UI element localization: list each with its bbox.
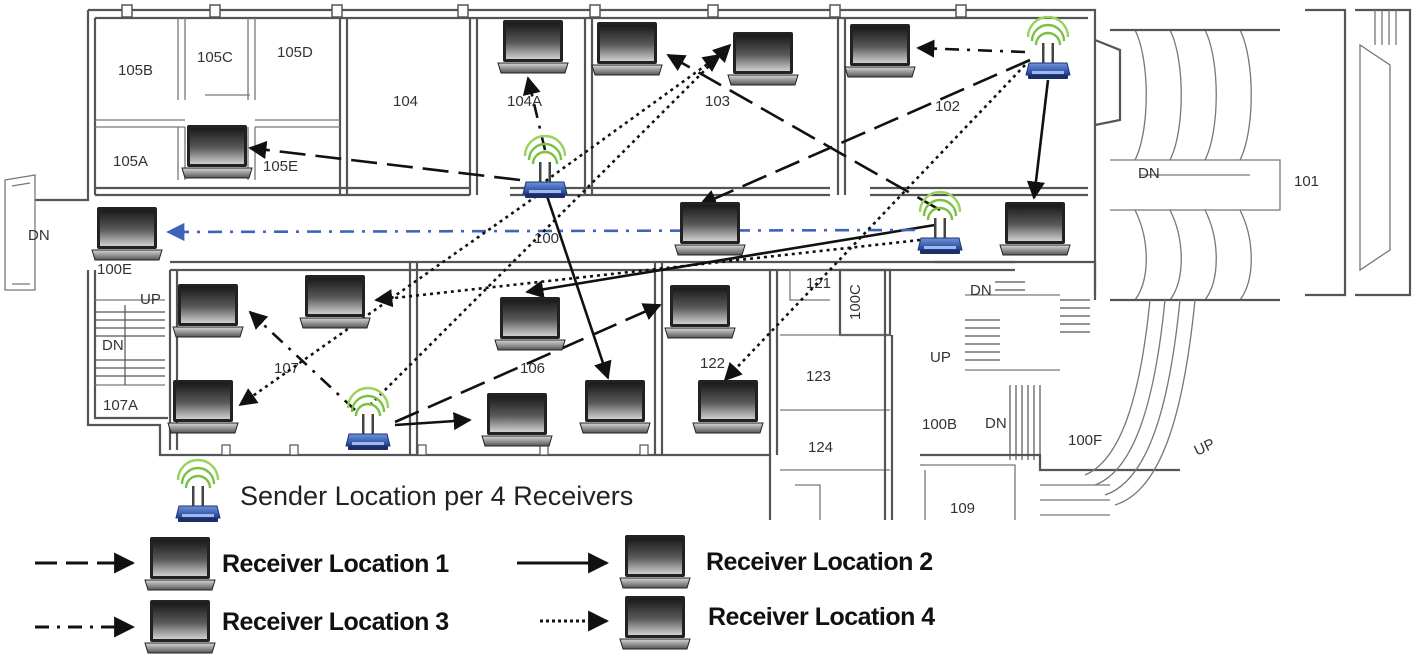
legend-sender-label: Sender Location per 4 Receivers xyxy=(240,481,633,511)
room-label-105a: 105A xyxy=(113,153,148,170)
room-label-102: 102 xyxy=(935,98,960,115)
room-label-104a: 104A xyxy=(507,93,542,110)
room-label-103: 103 xyxy=(705,93,730,110)
stair-label-dn-100b: DN xyxy=(985,415,1007,432)
arrow-loc1-105a xyxy=(248,140,521,182)
legend-receiver-1: Receiver Location 1 xyxy=(222,550,449,578)
stair-label-up-right: UP xyxy=(1192,435,1218,459)
laptop-icon xyxy=(674,201,746,256)
receiver-laptops xyxy=(91,19,1071,447)
laptop-icon xyxy=(144,536,216,591)
laptop-icon xyxy=(999,201,1071,256)
arrow-loc4-122 xyxy=(723,64,1026,382)
laptop-icon xyxy=(481,392,553,447)
laptop-icon xyxy=(144,599,216,654)
arrow-group xyxy=(166,39,1050,431)
arrow-loc3-corridor-blue xyxy=(166,222,916,242)
laptop-icon xyxy=(497,19,569,74)
arrow-loc1-122 xyxy=(394,303,662,424)
arrow-loc2-106 xyxy=(525,223,936,299)
laptop-icon xyxy=(664,284,736,339)
room-label-124: 124 xyxy=(808,439,833,456)
room-label-100b: 100B xyxy=(922,416,957,433)
arrow-loc3-104a xyxy=(522,76,547,151)
room-label-105d: 105D xyxy=(277,44,313,61)
arrow-loc4-107-lower xyxy=(369,43,732,406)
arrow-loc1-corridor xyxy=(698,58,1031,207)
laptop-icon xyxy=(167,379,239,434)
room-label-101: 101 xyxy=(1294,173,1319,190)
stair-label-dn-left: DN xyxy=(28,227,50,244)
room-label-123: 123 xyxy=(806,368,831,385)
room-label-100: 100 xyxy=(534,230,559,247)
floor-plan-walls xyxy=(4,4,1412,520)
room-label-122: 122 xyxy=(700,355,725,372)
laptop-icon xyxy=(692,379,764,434)
room-label-105c: 105C xyxy=(197,49,233,66)
laptop-icon xyxy=(619,595,691,650)
stair-label-up-107: UP xyxy=(140,291,161,308)
stair-label-up-100b: UP xyxy=(930,349,951,366)
arrow-loc2-100-lower xyxy=(1026,79,1050,200)
stair-label-dn-107: DN xyxy=(102,337,124,354)
legend: Sender Location per 4 Receivers Receiver… xyxy=(35,458,936,654)
laptop-icon xyxy=(579,379,651,434)
arrow-loc1-103 xyxy=(666,53,941,212)
laptop-icon xyxy=(727,31,799,86)
stair-label-dn-101: DN xyxy=(1138,165,1160,182)
room-label-105b: 105B xyxy=(118,62,153,79)
router-icon xyxy=(1024,15,1072,81)
room-label-100c: 100C xyxy=(847,284,864,320)
laptop-icon xyxy=(844,23,916,78)
room-label-109: 109 xyxy=(950,500,975,517)
arrow-loc3-102 xyxy=(916,39,1026,58)
arrow-loc4-107-upper xyxy=(374,238,921,308)
arrow-loc3-107 xyxy=(248,310,356,411)
router-icon xyxy=(174,458,222,524)
router-icon xyxy=(344,386,392,452)
laptop-icon xyxy=(91,206,163,261)
legend-receiver-4: Receiver Location 4 xyxy=(708,603,935,631)
stair-label-dn-upper: DN xyxy=(970,282,992,299)
laptop-icon xyxy=(181,124,253,179)
laptop-icon xyxy=(494,296,566,351)
legend-receiver-3: Receiver Location 3 xyxy=(222,608,449,636)
room-label-105e: 105E xyxy=(263,158,298,175)
laptop-icon xyxy=(172,283,244,338)
legend-receiver-2: Receiver Location 2 xyxy=(706,548,933,576)
laptop-icon xyxy=(619,534,691,589)
arrow-loc4-103 xyxy=(539,53,722,187)
room-label-106: 106 xyxy=(520,360,545,377)
room-label-104: 104 xyxy=(393,93,418,110)
room-label-107a: 107A xyxy=(103,397,138,414)
laptop-icon xyxy=(591,21,663,76)
room-label-100e: 100E xyxy=(97,261,132,278)
room-label-107: 107 xyxy=(274,360,299,377)
arrow-loc2-106c xyxy=(394,412,472,431)
laptop-icon xyxy=(299,274,371,329)
room-labels: 105B 105C 105D 104 104A 103 102 101 105A… xyxy=(28,44,1319,517)
room-label-100f: 100F xyxy=(1068,432,1102,449)
